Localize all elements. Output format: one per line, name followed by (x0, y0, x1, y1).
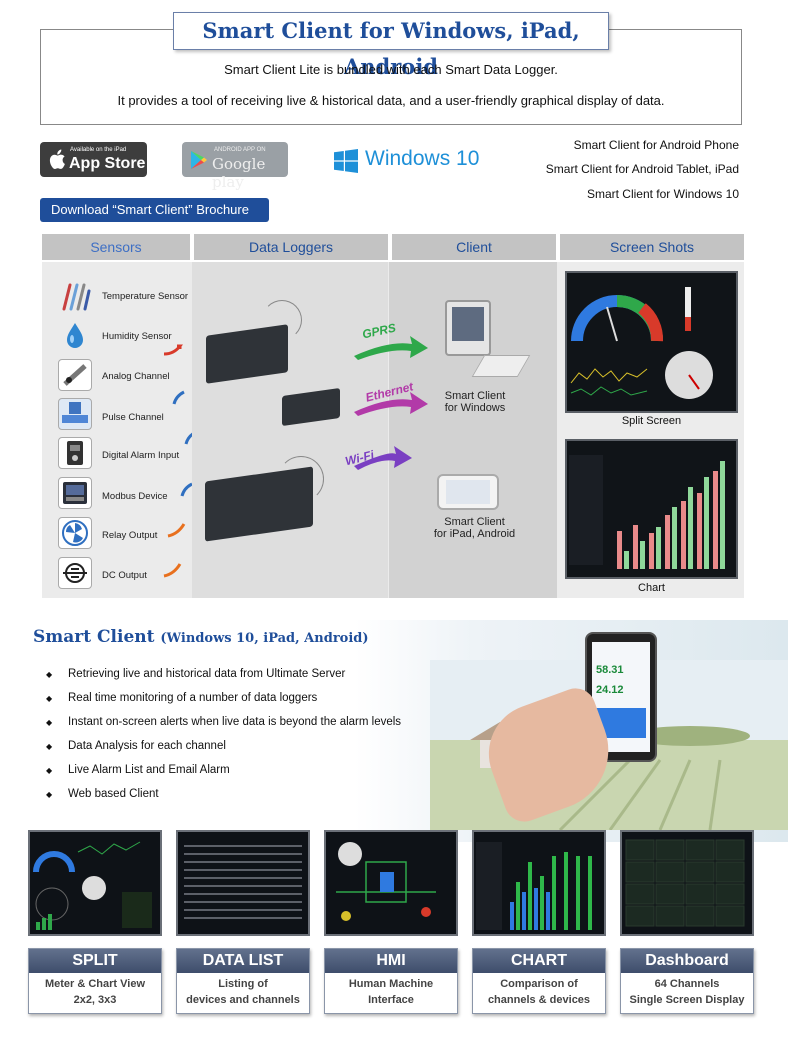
card-title: CHART (473, 949, 605, 973)
features-subtitle: (Windows 10, iPad, Android) (160, 631, 369, 646)
card-data-list[interactable]: DATA LIST Listing of devices and channels (176, 948, 310, 1014)
col-client: Client (392, 234, 556, 260)
col-data-loggers: Data Loggers (194, 234, 388, 260)
platform-android-phone: Smart Client for Android Phone (573, 138, 739, 152)
header-line-2: It provides a tool of receiving live & h… (117, 93, 665, 108)
sensor-arrows (163, 344, 192, 578)
card-desc-2: Single Screen Display (629, 994, 745, 1006)
feature-bullet: ◆Real time monitoring of a number of dat… (46, 692, 318, 704)
thumb-hmi[interactable] (324, 830, 458, 936)
windows-icon (334, 149, 358, 173)
features-title-text: Smart Client (33, 627, 155, 647)
phone-image: 58.31 24.12 (585, 632, 657, 762)
appstore-big-text: App Store (69, 155, 146, 172)
sensor-humidity: Humidity Sensor (102, 331, 172, 342)
card-desc-1: 64 Channels (654, 978, 720, 990)
phone-value-1: 58.31 (596, 664, 624, 676)
appstore-small-text: Available on the iPad (70, 147, 127, 153)
dc-output-icon (58, 557, 92, 589)
platform-windows: Smart Client for Windows 10 (586, 187, 739, 201)
wifi-signal-icon (278, 456, 324, 502)
header-line-1: Smart Client Lite is bundled with each S… (224, 62, 558, 77)
thumb-split[interactable] (28, 830, 162, 936)
card-split[interactable]: SPLIT Meter & Chart View 2x2, 3x3 (28, 948, 162, 1014)
platform-android-tablet: Smart Client for Android Tablet, iPad (545, 162, 739, 176)
client-tablet-label: Smart Client for iPad, Android (433, 516, 516, 540)
analog-probe-icon (58, 359, 92, 391)
sensor-dc-output: DC Output (102, 570, 147, 581)
tablet-icon (437, 474, 499, 510)
monitor-icon (445, 300, 491, 356)
sensor-temperature: Temperature Sensor (102, 291, 189, 302)
feature-bullet: ◆Data Analysis for each channel (46, 740, 226, 752)
thumb-chart[interactable] (472, 830, 606, 936)
feature-bullet: ◆Instant on-screen alerts when live data… (46, 716, 402, 728)
download-brochure-button[interactable]: Download “Smart Client” Brochure (40, 198, 269, 222)
sensor-pulse: Pulse Channel (102, 412, 164, 423)
network-arrows (354, 336, 428, 470)
antenna-signal-icon (262, 300, 302, 340)
caption-chart: Chart (638, 582, 665, 594)
google-play-icon (191, 151, 207, 169)
features-title: Smart Client (Windows 10, iPad, Android) (33, 627, 369, 647)
card-desc-1: Meter & Chart View (44, 978, 146, 990)
thermometer-icon (58, 281, 92, 313)
header-title-box: Smart Client for Windows, iPad, Android (173, 12, 609, 79)
card-desc-2: channels & devices (487, 994, 591, 1006)
sensor-analog: Analog Channel (102, 371, 170, 382)
col-screen-shots: Screen Shots (560, 234, 744, 260)
sensor-modbus: Modbus Device (102, 491, 168, 502)
card-desc-2: Interface (368, 994, 414, 1006)
sensor-digital-alarm: Digital Alarm Input (102, 450, 180, 461)
flow-meter-icon (58, 398, 92, 430)
thumb-data-list[interactable] (176, 830, 310, 936)
gplay-small-text: ANDROID APP ON (214, 147, 266, 153)
feature-bullet: ◆Retrieving live and historical data fro… (46, 668, 346, 680)
split-screen-screenshot (565, 271, 738, 413)
alarm-switch-icon (58, 437, 92, 469)
card-desc-2: devices and channels (186, 994, 300, 1006)
gplay-big-text: Google play (212, 155, 266, 191)
card-desc-1: Comparison of (500, 978, 578, 990)
thumb-dashboard[interactable] (620, 830, 754, 936)
client-windows-label: Smart Client for Windows (444, 390, 506, 414)
card-title: DATA LIST (177, 949, 309, 973)
fan-relay-icon (58, 517, 92, 549)
card-desc-1: Listing of (218, 978, 268, 990)
caption-split-screen: Split Screen (621, 415, 682, 427)
feature-bullet: ◆Web based Client (46, 788, 159, 800)
modbus-device-icon (58, 477, 92, 509)
windows-10-badge[interactable]: Windows 10 (332, 146, 482, 176)
windows-text: Windows 10 (365, 147, 480, 170)
col-sensors: Sensors (42, 234, 190, 260)
phone-value-2: 24.12 (596, 684, 624, 696)
card-desc-2: 2x2, 3x3 (73, 994, 117, 1006)
card-title: Dashboard (621, 949, 753, 973)
card-desc-1: Human Machine (348, 978, 434, 990)
humidity-drop-icon (58, 320, 92, 352)
app-store-badge[interactable]: Available on the iPad App Store (40, 142, 147, 177)
card-title: SPLIT (29, 949, 161, 973)
feature-bullet: ◆Live Alarm List and Email Alarm (46, 764, 230, 776)
chart-screenshot (565, 439, 738, 579)
card-title: HMI (325, 949, 457, 973)
google-play-badge[interactable]: ANDROID APP ON Google play (182, 142, 288, 191)
card-chart[interactable]: CHART Comparison of channels & devices (472, 948, 606, 1014)
sensor-relay-output: Relay Output (102, 530, 158, 541)
apple-icon (49, 149, 65, 169)
page-title: Smart Client for Windows, iPad, Android (202, 18, 580, 79)
